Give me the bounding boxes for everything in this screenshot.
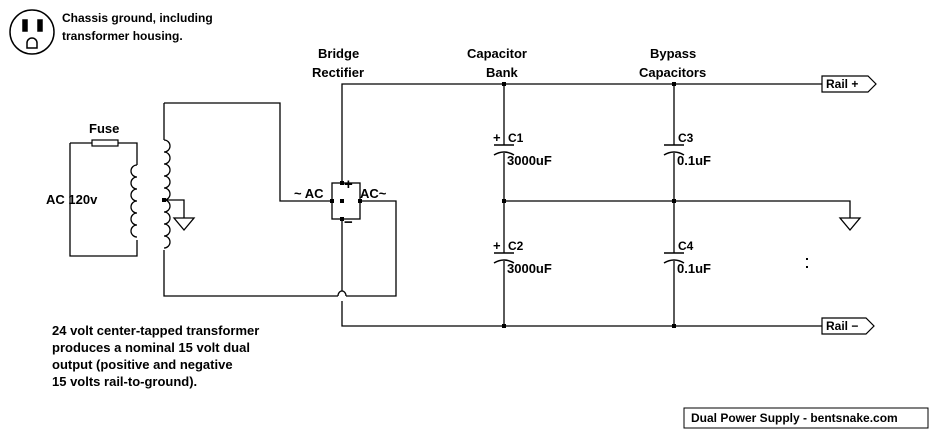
capacitor-bank-label-line2: Bank (486, 65, 519, 80)
ac-input-label: AC 120v (46, 192, 98, 207)
junction-dots (162, 82, 676, 328)
fuse-label: Fuse (89, 121, 119, 136)
bridge-ac-left: ~ AC (294, 186, 324, 201)
c3-name: C3 (678, 131, 694, 145)
c2-value: 3000uF (507, 261, 552, 276)
bypass-label-line2: Capacitors (639, 65, 706, 80)
footer-box (683, 407, 929, 429)
c1-value: 3000uF (507, 153, 552, 168)
capacitor-c2-symbol (493, 252, 515, 264)
capacitor-bank-label-line1: Capacitor (467, 46, 527, 61)
outlet-icon (9, 9, 55, 55)
chassis-note-line1: Chassis ground, including (62, 11, 213, 25)
c3-value: 0.1uF (677, 153, 711, 168)
ground-icon (172, 217, 196, 232)
bypass-label-line1: Bypass (650, 46, 696, 61)
description-line1: 24 volt center-tapped transformer (52, 323, 259, 338)
bridge-label-line1: Bridge (318, 46, 359, 61)
chassis-note-line2: transformer housing. (62, 29, 183, 43)
transformer-secondary-coil (163, 139, 171, 249)
c2-name: C2 (508, 239, 524, 253)
rail-plus-connector (821, 75, 877, 93)
stray-mark (806, 258, 808, 260)
fuse (91, 139, 119, 147)
transformer-primary-coil (130, 164, 138, 238)
c4-value: 0.1uF (677, 261, 711, 276)
c2-polarity: + (493, 238, 501, 253)
bridge-ac-right: AC~ (360, 186, 387, 201)
bridge-label-line2: Rectifier (312, 65, 364, 80)
footer-credit: Dual Power Supply - bentsnake.com (691, 411, 898, 425)
description-line3: output (positive and negative (52, 357, 233, 372)
stray-mark (806, 266, 808, 268)
capacitor-c4-symbol (663, 252, 685, 264)
c1-name: C1 (508, 131, 524, 145)
ground-icon (838, 217, 862, 232)
bridge-minus: − (344, 214, 353, 231)
rail-minus-label: Rail − (826, 319, 858, 333)
rail-plus-label: Rail + (826, 77, 858, 91)
bridge-plus: + (344, 176, 353, 193)
c4-name: C4 (678, 239, 694, 253)
capacitor-c1-symbol (493, 144, 515, 156)
rail-minus-connector (821, 317, 875, 335)
wires (69, 83, 851, 327)
wire-crossover (337, 290, 347, 297)
description-line4: 15 volts rail-to-ground). (52, 374, 197, 389)
capacitor-c3-symbol (663, 144, 685, 156)
c1-polarity: + (493, 130, 501, 145)
description-line2: produces a nominal 15 volt dual (52, 340, 250, 355)
